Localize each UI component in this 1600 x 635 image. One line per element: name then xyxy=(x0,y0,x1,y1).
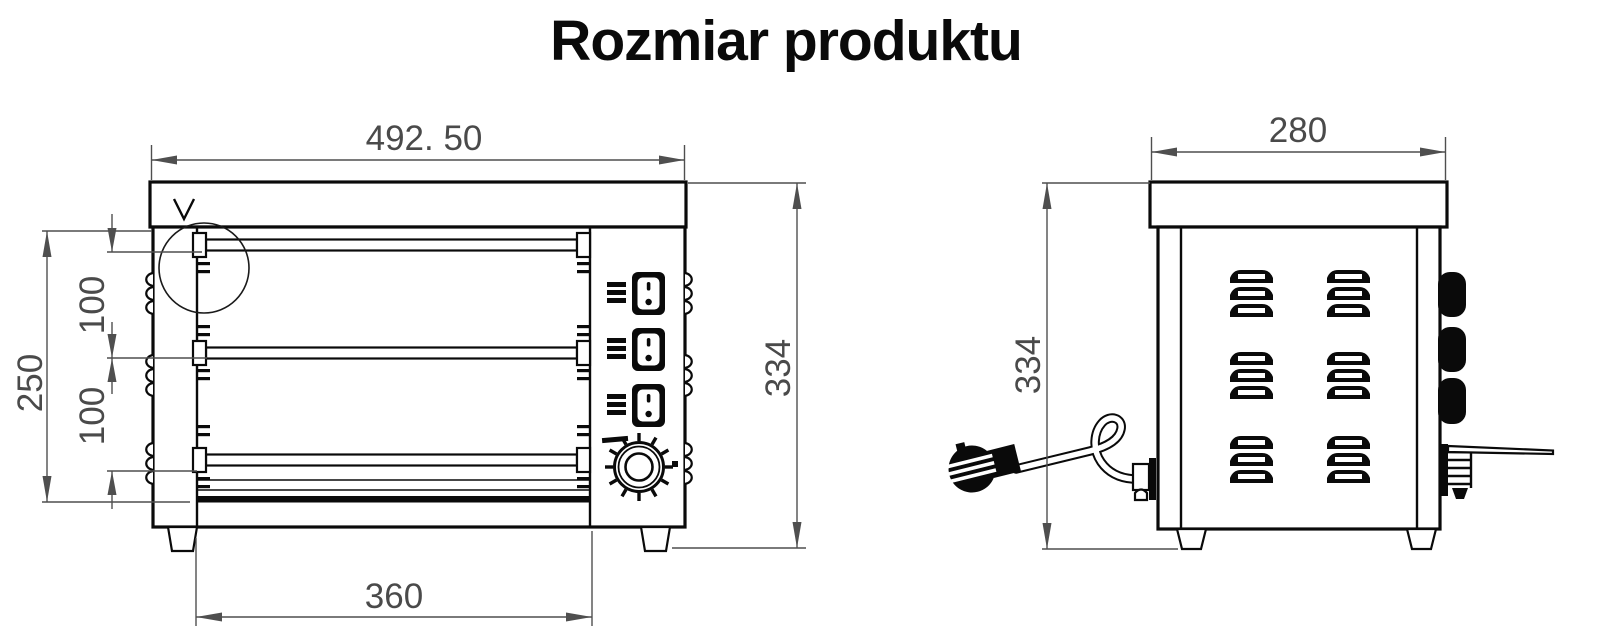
side-foot-left xyxy=(1175,527,1208,551)
knob-profiles xyxy=(1438,272,1466,424)
rack-rod-bottom xyxy=(191,446,592,474)
dim-inner-width-label: 360 xyxy=(365,577,423,616)
rocker-switch-3 xyxy=(632,384,665,427)
surface-finish-mark xyxy=(172,198,196,222)
side-foot-right xyxy=(1405,527,1438,551)
dim-side-overall-height: 334 xyxy=(1009,182,1178,550)
front-foot-right xyxy=(639,525,672,553)
louver-vents xyxy=(1230,270,1370,483)
power-plug xyxy=(946,442,1021,493)
rocker-switch-2 xyxy=(632,328,665,371)
detail-callout-circle xyxy=(158,222,250,314)
dim-rack-stack-height: 250 xyxy=(11,230,190,503)
dim-side-overall-height-label: 334 xyxy=(1009,336,1048,394)
dim-front-overall-height: 334 xyxy=(672,182,806,549)
dim-rack-spacing: 100 100 xyxy=(73,214,207,509)
dim-front-overall-height-label: 334 xyxy=(759,339,798,397)
side-body xyxy=(1156,225,1442,531)
indicator-bars-2 xyxy=(607,338,626,359)
front-body xyxy=(151,225,687,529)
side-vent-bumps xyxy=(145,271,693,486)
front-foot-left xyxy=(166,525,199,553)
dim-rack-spacing-upper-label: 100 xyxy=(73,276,112,334)
control-panel xyxy=(601,272,678,501)
rocker-switch-1 xyxy=(632,272,665,315)
dim-rack-spacing-lower-label: 100 xyxy=(73,387,112,445)
front-lid xyxy=(148,180,688,229)
handle-rod xyxy=(1440,444,1555,499)
dim-side-depth-label: 280 xyxy=(1269,111,1327,150)
dim-side-depth: 280 xyxy=(1150,111,1447,180)
front-view: 492. 50 334 250 xyxy=(11,119,806,626)
rack-rod-middle xyxy=(191,339,592,367)
indicator-bars-3 xyxy=(607,394,626,415)
timer-knob xyxy=(601,433,678,501)
dim-rack-stack-height-label: 250 xyxy=(11,354,50,412)
crumb-tray xyxy=(197,479,590,503)
dim-inner-width: 360 xyxy=(195,531,593,626)
rack-support-ticks xyxy=(198,262,589,489)
cord-wall-fitting xyxy=(1131,458,1156,502)
power-cord xyxy=(946,413,1156,502)
rack-rod-top xyxy=(191,231,592,259)
dim-front-overall-width: 492. 50 xyxy=(150,119,686,180)
side-view: 280 334 xyxy=(946,111,1555,551)
side-lid xyxy=(1148,180,1449,229)
indicator-bars-1 xyxy=(607,282,626,303)
dim-front-overall-width-label: 492. 50 xyxy=(366,119,483,158)
page-title: Rozmiar produktu xyxy=(550,9,1022,73)
